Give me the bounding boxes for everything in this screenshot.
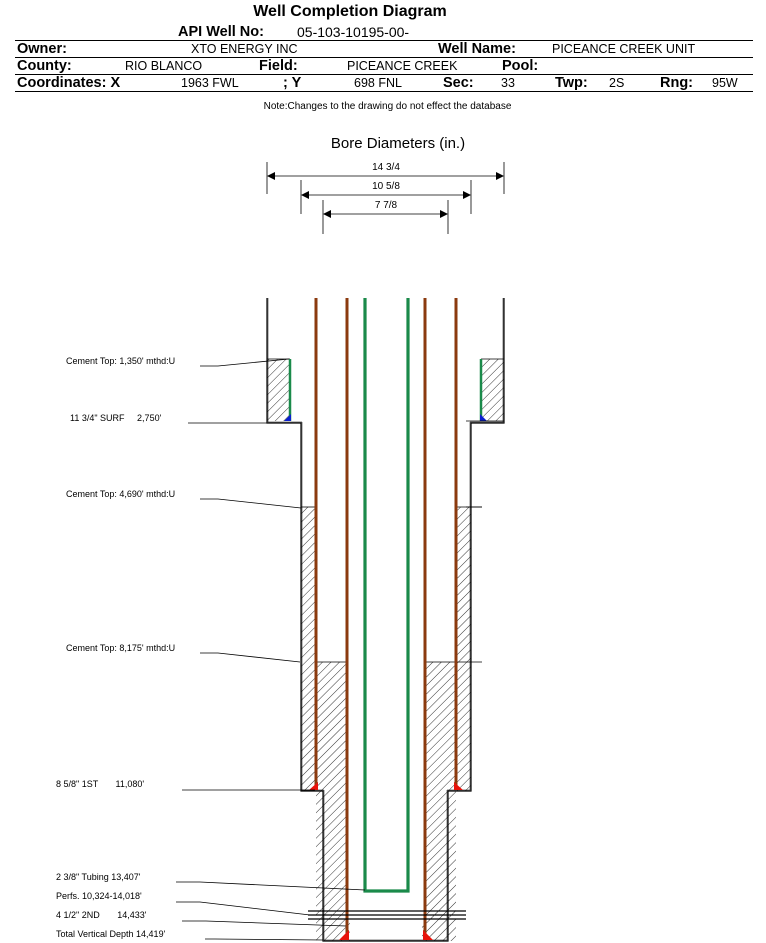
pool-label: Pool: [502,58,539,74]
field-value: PICEANCE CREEK [347,59,458,73]
field-label: Field: [259,58,298,74]
bore-diameters-title: Bore Diameters (in.) [331,135,465,152]
cement-fill [267,359,504,941]
county-row: County: RIO BLANCO Field: PICEANCE CREEK… [15,57,753,74]
annotation-cement-top-3: Cement Top: 8,175' mthd:U [66,643,301,663]
depth-ticks [466,420,504,508]
surface-casing [284,359,487,421]
twp-label: Twp: [555,75,588,91]
sec-value: 33 [501,76,515,90]
label-cement-top-3: Cement Top: 8,175' mthd:U [66,643,175,653]
annotation-cement-top-2: Cement Top: 4,690' mthd:U [66,489,302,509]
borehole-outline [266,298,505,942]
production-casing [339,298,433,940]
annotation-perforations: Perfs. 10,324-14,018' [56,891,311,916]
annotation-surface-casing: 11 3/4" SURF 2,750' [70,413,289,424]
owner-label: Owner: [17,41,67,57]
drawing-note: Note:Changes to the drawing do not effec… [263,101,512,112]
county-value: RIO BLANCO [125,59,203,73]
bore-label-1: 14 3/4 [372,162,400,173]
label-intermediate-casing: 8 5/8" 1ST 11,080' [56,779,144,789]
bore-label-2: 10 5/8 [372,181,400,192]
y-value: 698 FNL [354,76,402,90]
well-name-label: Well Name: [438,41,516,57]
label-tubing: 2 3/8" Tubing 13,407' [56,872,141,882]
annotation-cement-top-1: Cement Top: 1,350' mthd:U [66,356,290,367]
rng-label: Rng: [660,75,694,91]
api-value: 05-103-10195-00- [297,24,410,40]
perforations [308,910,466,920]
x-value: 1963 FWL [181,76,239,90]
y-label: ; Y [283,75,302,91]
production-tubing [363,298,410,893]
annotation-production-casing: 4 1/2" 2ND 14,433' [56,910,347,927]
borehole-outline-inner [267,298,504,941]
label-production-casing: 4 1/2" 2ND 14,433' [56,910,147,920]
sec-label: Sec: [443,75,474,91]
label-perforations: Perfs. 10,324-14,018' [56,891,142,901]
label-surface-casing: 11 3/4" SURF 2,750' [70,413,162,423]
bore-label-3: 7 7/8 [375,200,398,211]
bore-dimension-14-3-4: 14 3/4 [266,162,505,194]
well-name-value: PICEANCE CREEK UNIT [552,42,696,56]
bore-dimension-10-5-8: 10 5/8 [300,180,472,214]
well-header-table: API Well No: 05-103-10195-00- Owner: XTO… [15,24,753,92]
coordinates-label: Coordinates: X [17,75,121,91]
owner-value: XTO ENERGY INC [191,42,298,56]
api-row: API Well No: 05-103-10195-00- [15,24,753,40]
annotation-tubing: 2 3/8" Tubing 13,407' [56,872,366,891]
diagram-title: Well Completion Diagram [253,3,447,20]
label-total-depth: Total Vertical Depth 14,419' [56,929,166,939]
twp-value: 2S [609,76,625,90]
county-label: County: [17,58,72,74]
owner-row: Owner: XTO ENERGY INC Well Name: PICEANC… [15,40,753,57]
annotation-intermediate-casing: 8 5/8" 1ST 11,080' [56,779,315,791]
api-label: API Well No: [178,24,264,40]
coordinates-row: Coordinates: X 1963 FWL ; Y 698 FNL Sec:… [15,74,753,92]
bore-dimension-7-7-8: 7 7/8 [322,200,449,234]
label-cement-top-1: Cement Top: 1,350' mthd:U [66,356,175,366]
intermediate-casing [309,298,463,790]
rng-value: 95W [712,76,738,90]
annotation-total-depth: Total Vertical Depth 14,419' [56,929,324,941]
label-cement-top-2: Cement Top: 4,690' mthd:U [66,489,175,499]
